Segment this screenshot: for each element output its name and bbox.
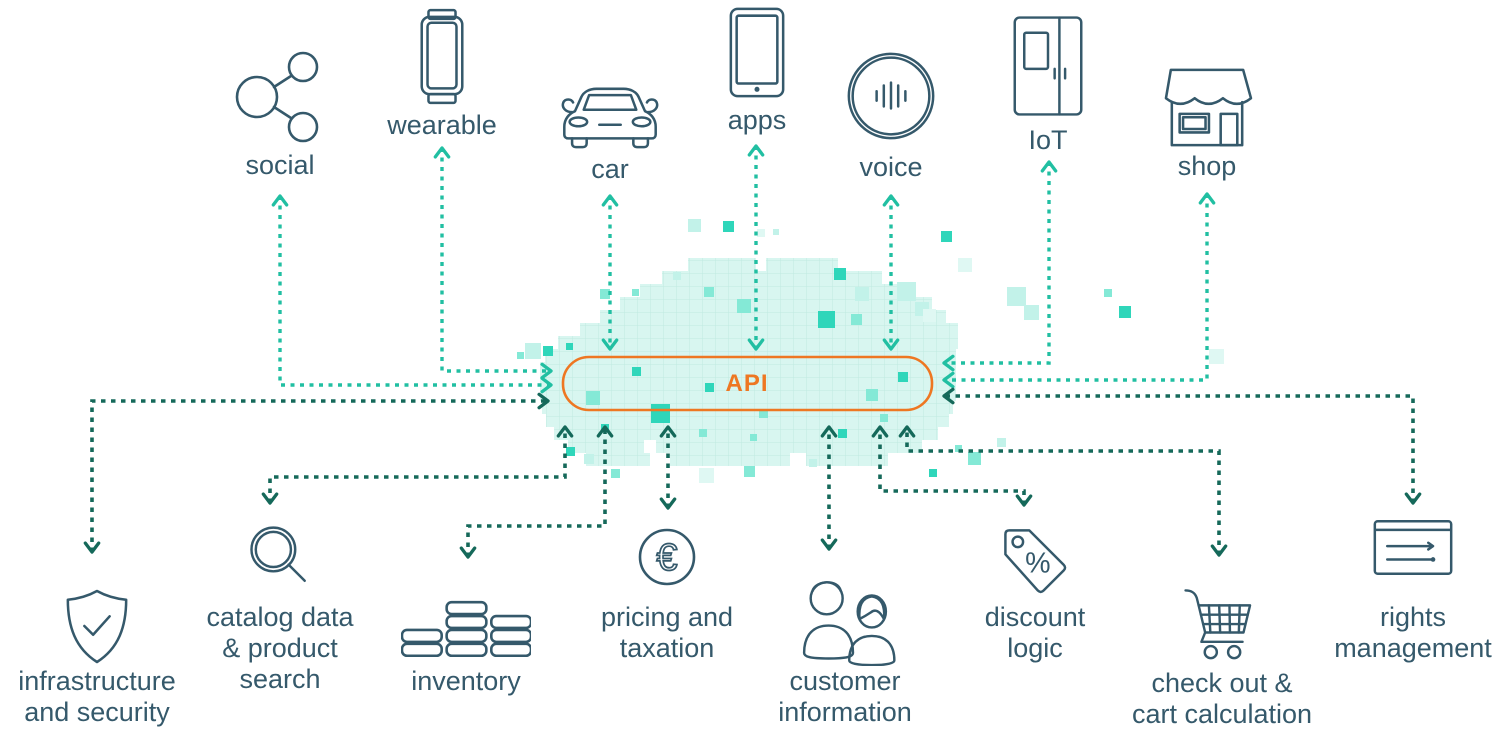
tablet-icon	[729, 7, 785, 98]
service-label: pricing and taxation	[600, 602, 734, 663]
svg-text:%: %	[1025, 547, 1050, 579]
service-label: check out & cart calculation	[1131, 668, 1313, 729]
service-catalog: catalog data & product search	[190, 520, 370, 695]
fridge-icon	[1013, 16, 1083, 116]
service-label: inventory	[411, 666, 521, 696]
connector-discount-api	[871, 425, 1033, 507]
service-label: discount logic	[984, 602, 1086, 663]
service-label: catalog data & product search	[206, 602, 354, 694]
storefront-icon	[1164, 68, 1253, 147]
shopping-cart-icon	[1184, 589, 1252, 660]
rights-card-icon	[1373, 520, 1453, 576]
share-icon	[235, 51, 319, 143]
service-pricing: € pricing and taxation	[577, 527, 757, 664]
channel-social: social	[200, 45, 360, 181]
channel-wearable: wearable	[362, 8, 522, 141]
service-discount: % discount logic	[960, 518, 1110, 664]
percent-tag-icon: %	[1004, 529, 1067, 594]
channel-label: voice	[859, 152, 923, 182]
channel-label: wearable	[387, 110, 497, 140]
channel-label: IoT	[1028, 125, 1068, 155]
car-icon	[561, 87, 659, 149]
channel-label: social	[245, 150, 315, 180]
service-rights: rights management	[1313, 516, 1500, 664]
connector-catalog-api	[261, 425, 574, 505]
channel-voice: voice	[811, 50, 971, 183]
svg-text:€: €	[656, 537, 677, 579]
channel-shop: shop	[1127, 65, 1287, 182]
connector-shop-api	[942, 192, 1216, 389]
connector-social-api	[271, 194, 553, 394]
channel-iot: IoT	[968, 12, 1128, 156]
service-label: customer information	[778, 666, 912, 727]
magnifier-icon	[250, 526, 306, 583]
connector-infrastructure-api	[83, 392, 550, 554]
api-pill	[561, 355, 934, 412]
service-checkout: check out & cart calculation	[1102, 582, 1342, 730]
service-label: rights management	[1334, 602, 1492, 663]
euro-coin-icon: €	[638, 528, 696, 586]
channel-label: apps	[727, 105, 787, 135]
channel-label: car	[591, 154, 629, 184]
service-infrastructure: infrastructure and security	[0, 588, 202, 728]
customers-icon	[802, 581, 896, 666]
service-inventory: inventory	[376, 588, 556, 697]
service-customer: customer information	[745, 572, 945, 728]
stacked-goods-icon	[401, 600, 531, 658]
connectors	[83, 144, 1422, 559]
channel-apps: apps	[677, 5, 837, 136]
voice-assistant-icon	[847, 52, 935, 140]
api-label: API	[725, 370, 769, 397]
connector-wearable-api	[433, 146, 553, 380]
channel-car: car	[530, 82, 690, 185]
shield-check-icon	[66, 589, 128, 664]
service-label: infrastructure and security	[18, 666, 176, 727]
smartwatch-icon	[420, 8, 464, 105]
channel-label: shop	[1177, 151, 1237, 181]
